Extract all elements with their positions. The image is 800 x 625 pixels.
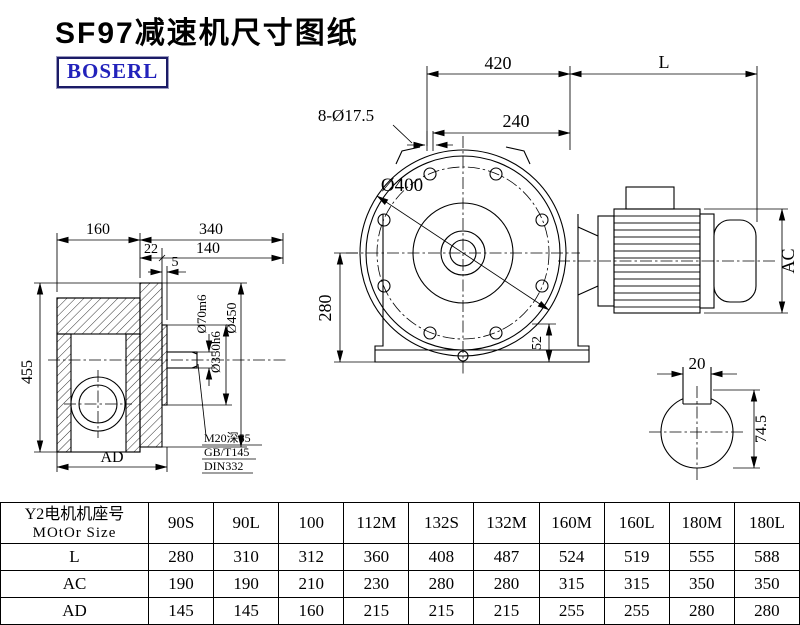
table-cell: 487 — [473, 543, 540, 571]
dim-L: L — [659, 52, 670, 72]
dim-280: 280 — [315, 295, 335, 322]
front-view: Ø400 280 52 — [315, 136, 590, 374]
dim-bolt-holes: 8-Ø17.5 — [318, 106, 374, 125]
table-cell: 255 — [603, 597, 670, 625]
table-cell: 190 — [147, 570, 215, 598]
col-header: 90S — [147, 502, 215, 544]
table-row-AC: AC 190 190 210 230 280 280 315 315 350 3… — [0, 570, 800, 598]
table-cell: 310 — [213, 543, 280, 571]
table-row-AD: AD 145 145 160 215 215 215 255 255 280 2… — [0, 597, 800, 625]
table-cell: 315 — [538, 570, 605, 598]
col-header: 160L — [603, 502, 670, 544]
col-header: 100 — [278, 502, 345, 544]
dim-22: 22 — [144, 242, 158, 257]
thread-note: M20深55 GB/T145 DIN332 — [197, 363, 262, 474]
dim-400: Ø400 — [381, 175, 423, 196]
table-cell: 524 — [538, 543, 605, 571]
table-cell: 280 — [733, 597, 800, 625]
dim-420: 420 — [485, 53, 512, 73]
row-label: AC — [0, 570, 149, 598]
table-cell: 519 — [603, 543, 670, 571]
table-cell: 280 — [147, 543, 215, 571]
dim-160: 160 — [86, 221, 110, 238]
motor-size-table: Y2电机机座号 MOtOr Size 90S 90L 100 112M 132S… — [0, 502, 800, 625]
col-header: 160M — [538, 502, 605, 544]
table-cell: 230 — [343, 570, 410, 598]
note-m20: M20深55 — [204, 431, 251, 445]
dim-455: 455 — [19, 360, 36, 384]
table-cell: 360 — [343, 543, 410, 571]
dim-140: 140 — [196, 240, 220, 257]
table-cell: 190 — [213, 570, 280, 598]
dim-450: Ø450 — [225, 302, 240, 333]
table-cell: 315 — [603, 570, 670, 598]
side-view: 160 340 22 140 5 Ø70m6 Ø350h6 Ø450 — [19, 221, 286, 472]
note-gb: GB/T145 — [204, 445, 249, 459]
col-header: 132M — [473, 502, 540, 544]
table-cell: 255 — [538, 597, 605, 625]
col-header: 112M — [343, 502, 410, 544]
table-corner-cell: Y2电机机座号 MOtOr Size — [0, 502, 149, 544]
table-cell: 145 — [147, 597, 215, 625]
table-cell: 588 — [733, 543, 800, 571]
dim-70m6: Ø70m6 — [194, 294, 209, 334]
row-label: AD — [0, 597, 149, 625]
shaft-cross-section: 20 74.5 — [649, 354, 770, 480]
table-cell: 215 — [408, 597, 475, 625]
dim-20: 20 — [689, 354, 706, 373]
page-title: SF97减速机尺寸图纸 — [55, 17, 359, 50]
header-cn: Y2电机机座号 — [24, 505, 125, 523]
table-cell: 280 — [473, 570, 540, 598]
dim-240: 240 — [503, 111, 530, 131]
col-header: 180L — [733, 502, 800, 544]
table-cell: 215 — [473, 597, 540, 625]
col-header: 180M — [668, 502, 735, 544]
table-cell: 350 — [668, 570, 735, 598]
table-cell: 280 — [408, 570, 475, 598]
table-cell: 210 — [278, 570, 345, 598]
top-dimensions: 420 L 240 8-Ø17.5 — [318, 52, 758, 222]
row-label: L — [0, 543, 149, 571]
table-header-row: Y2电机机座号 MOtOr Size 90S 90L 100 112M 132S… — [0, 502, 800, 544]
table-cell: 160 — [278, 597, 345, 625]
dim-5: 5 — [172, 255, 179, 270]
dim-AD: AD — [100, 449, 123, 466]
dimension-drawing: 420 L 240 8-Ø17.5 — [19, 52, 798, 480]
table-row-L: L 280 310 312 360 408 487 524 519 555 58… — [0, 543, 800, 571]
dim-52: 52 — [530, 336, 545, 350]
dim-350h6: Ø350h6 — [208, 331, 223, 373]
table-cell: 280 — [668, 597, 735, 625]
dim-74-5: 74.5 — [753, 415, 770, 443]
boserl-logo: BOSERL — [57, 57, 169, 88]
dim-340: 340 — [199, 221, 223, 238]
table-cell: 408 — [408, 543, 475, 571]
table-cell: 350 — [733, 570, 800, 598]
col-header: 90L — [213, 502, 280, 544]
table-cell: 145 — [213, 597, 280, 625]
table-cell: 555 — [668, 543, 735, 571]
table-cell: 312 — [278, 543, 345, 571]
note-din: DIN332 — [204, 459, 243, 473]
col-header: 132S — [408, 502, 475, 544]
motor: AC — [558, 186, 798, 314]
dim-AC: AC — [778, 248, 798, 273]
header-en: MOtOr Size — [32, 524, 117, 541]
table-cell: 215 — [343, 597, 410, 625]
